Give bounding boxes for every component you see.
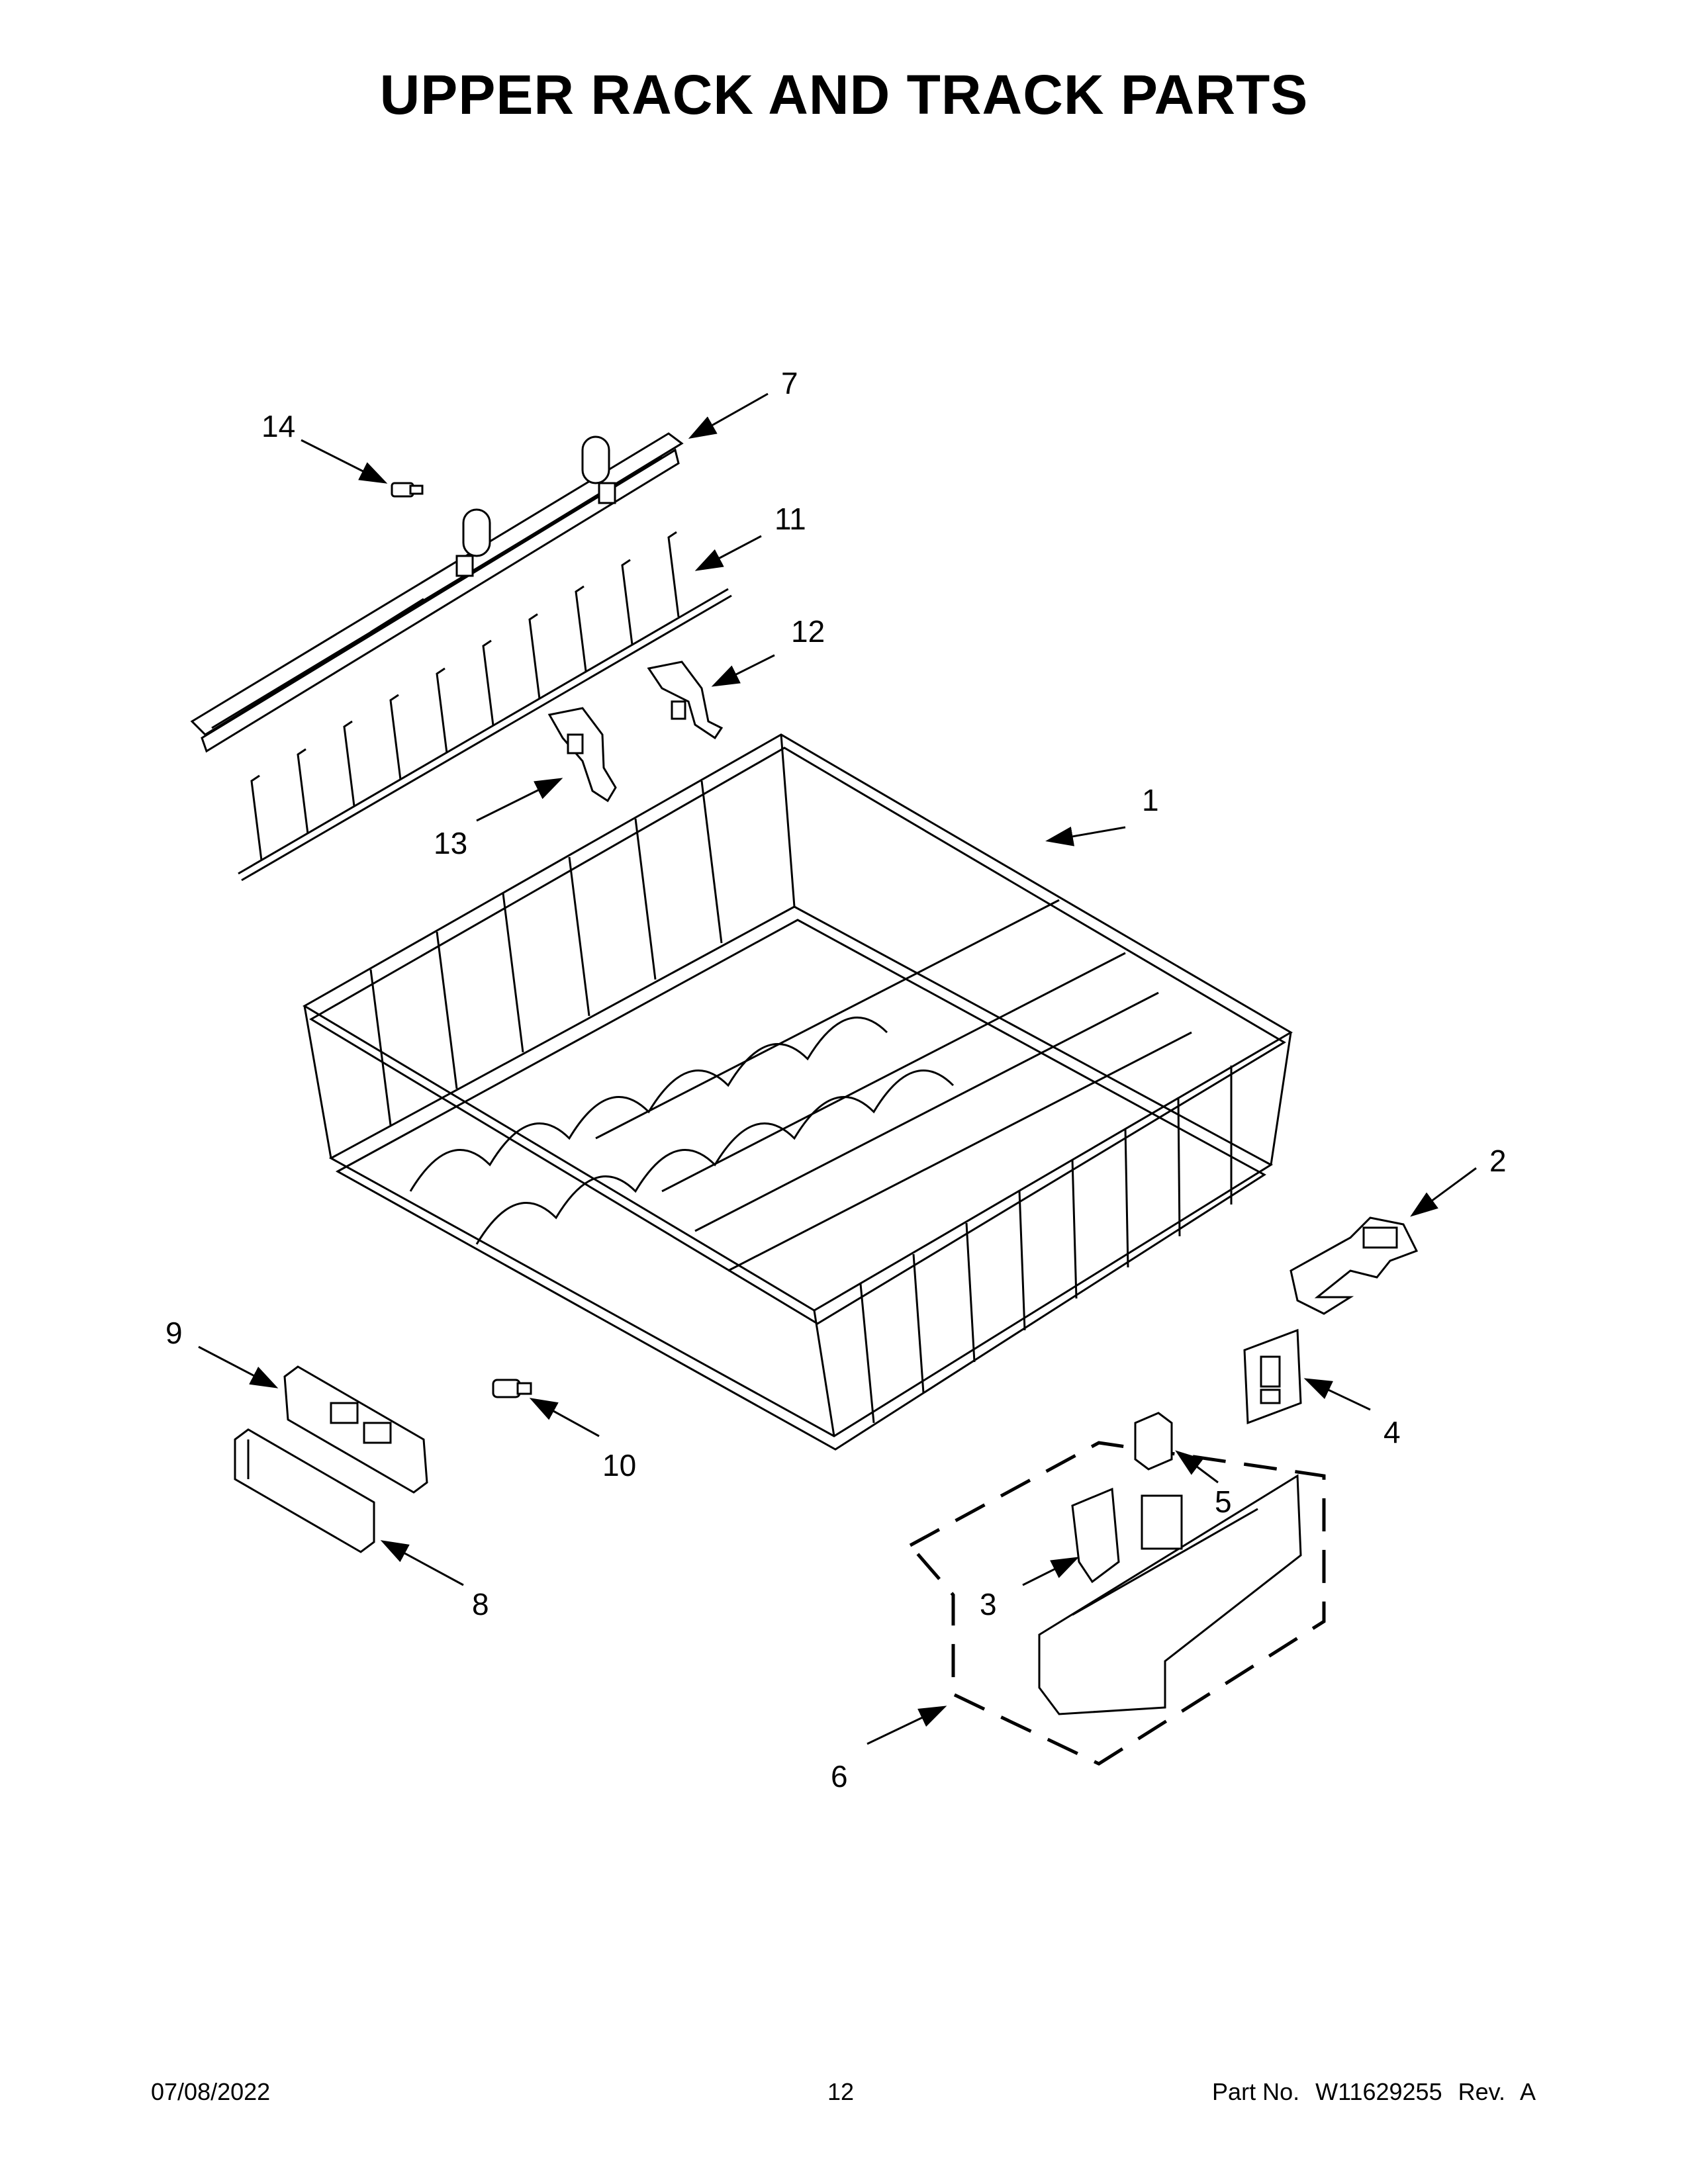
page-title: UPPER RACK AND TRACK PARTS (379, 64, 1309, 126)
callout-1: 1 (1142, 783, 1159, 817)
adjuster-assembly-outline (908, 1441, 1326, 1766)
callout-labels: 1 2 3 4 5 6 7 8 9 10 11 12 13 14 (165, 366, 1507, 1794)
rack-track-rail (190, 432, 684, 753)
callout-2: 2 (1489, 1144, 1507, 1178)
callout-5: 5 (1215, 1484, 1232, 1519)
rack-clip-right (647, 660, 724, 740)
callout-9: 9 (165, 1316, 183, 1350)
callout-3: 3 (980, 1587, 997, 1621)
callout-13: 13 (434, 826, 467, 860)
adjuster-body (1038, 1474, 1302, 1715)
revision: A (1519, 2078, 1536, 2105)
callout-14: 14 (261, 409, 295, 443)
callout-6: 6 (831, 1759, 848, 1794)
end-cap-screw (492, 1379, 532, 1398)
callout-7: 7 (781, 366, 798, 400)
end-cap-cover (234, 1428, 375, 1553)
part-number-label: Part No. (1212, 2078, 1300, 2105)
leader-arrows (198, 392, 1477, 1745)
rack-clip-left (547, 707, 617, 803)
screw (391, 482, 424, 498)
adjuster-bracket (1243, 1328, 1302, 1425)
callout-12: 12 (791, 614, 825, 649)
footer-page-number: 12 (827, 2078, 855, 2105)
callout-11: 11 (774, 502, 806, 536)
cup-tine-row (238, 531, 732, 882)
adjuster-arm (1071, 1487, 1120, 1584)
footer-part-info: Part No. W11629255 Rev. A (1212, 2078, 1536, 2106)
footer-date: 07/08/2022 (151, 2078, 271, 2105)
callout-8: 8 (472, 1587, 489, 1621)
upper-rack-basket (303, 733, 1293, 1451)
callout-4: 4 (1383, 1415, 1401, 1449)
end-cap-housing (283, 1365, 428, 1494)
revision-label: Rev. (1458, 2078, 1505, 2105)
adjuster-button (1134, 1412, 1173, 1471)
part-number: W11629255 (1315, 2078, 1442, 2105)
rack-adjuster-clip (1289, 1216, 1419, 1315)
callout-10: 10 (602, 1448, 636, 1482)
